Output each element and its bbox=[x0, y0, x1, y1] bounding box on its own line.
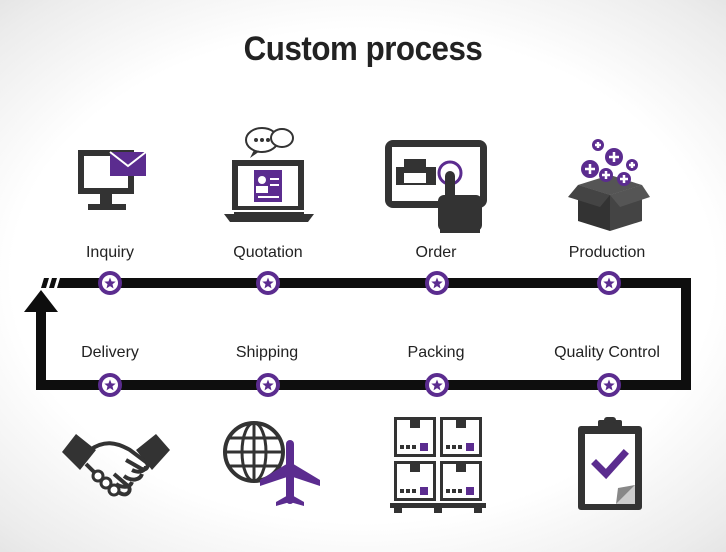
handshake-icon bbox=[62, 434, 170, 497]
step-label-delivery: Delivery bbox=[81, 344, 139, 361]
step-label-shipping: Shipping bbox=[235, 344, 299, 361]
star-marker-shipping bbox=[256, 373, 280, 397]
laptop-chat-icon bbox=[224, 127, 314, 222]
touchscreen-printer-icon bbox=[385, 140, 487, 233]
globe-plane-icon bbox=[223, 421, 320, 506]
loop-track bbox=[36, 278, 691, 390]
page-title: Custom process bbox=[243, 30, 483, 68]
step-label-order: Order bbox=[415, 244, 457, 261]
step-label-packing: Packing bbox=[407, 344, 465, 361]
star-marker-production bbox=[597, 271, 621, 295]
star-marker-delivery bbox=[98, 373, 122, 397]
clipboard-check-icon bbox=[578, 417, 642, 510]
step-label-quality-control: Quality Control bbox=[554, 344, 660, 361]
star-marker-quotation bbox=[256, 271, 280, 295]
step-label-quotation: Quotation bbox=[233, 244, 303, 261]
star-marker-packing bbox=[425, 373, 449, 397]
pallet-boxes-icon bbox=[390, 417, 486, 513]
step-label-inquiry: Inquiry bbox=[85, 244, 135, 261]
step-label-production: Production bbox=[568, 244, 646, 261]
star-marker-inquiry bbox=[98, 271, 122, 295]
loop-start-stripes bbox=[41, 278, 65, 288]
box-plus-icon bbox=[568, 139, 650, 231]
monitor-mail-icon bbox=[78, 150, 147, 210]
loop-arrowhead bbox=[24, 290, 58, 312]
star-marker-quality-control bbox=[597, 373, 621, 397]
star-marker-order bbox=[425, 271, 449, 295]
